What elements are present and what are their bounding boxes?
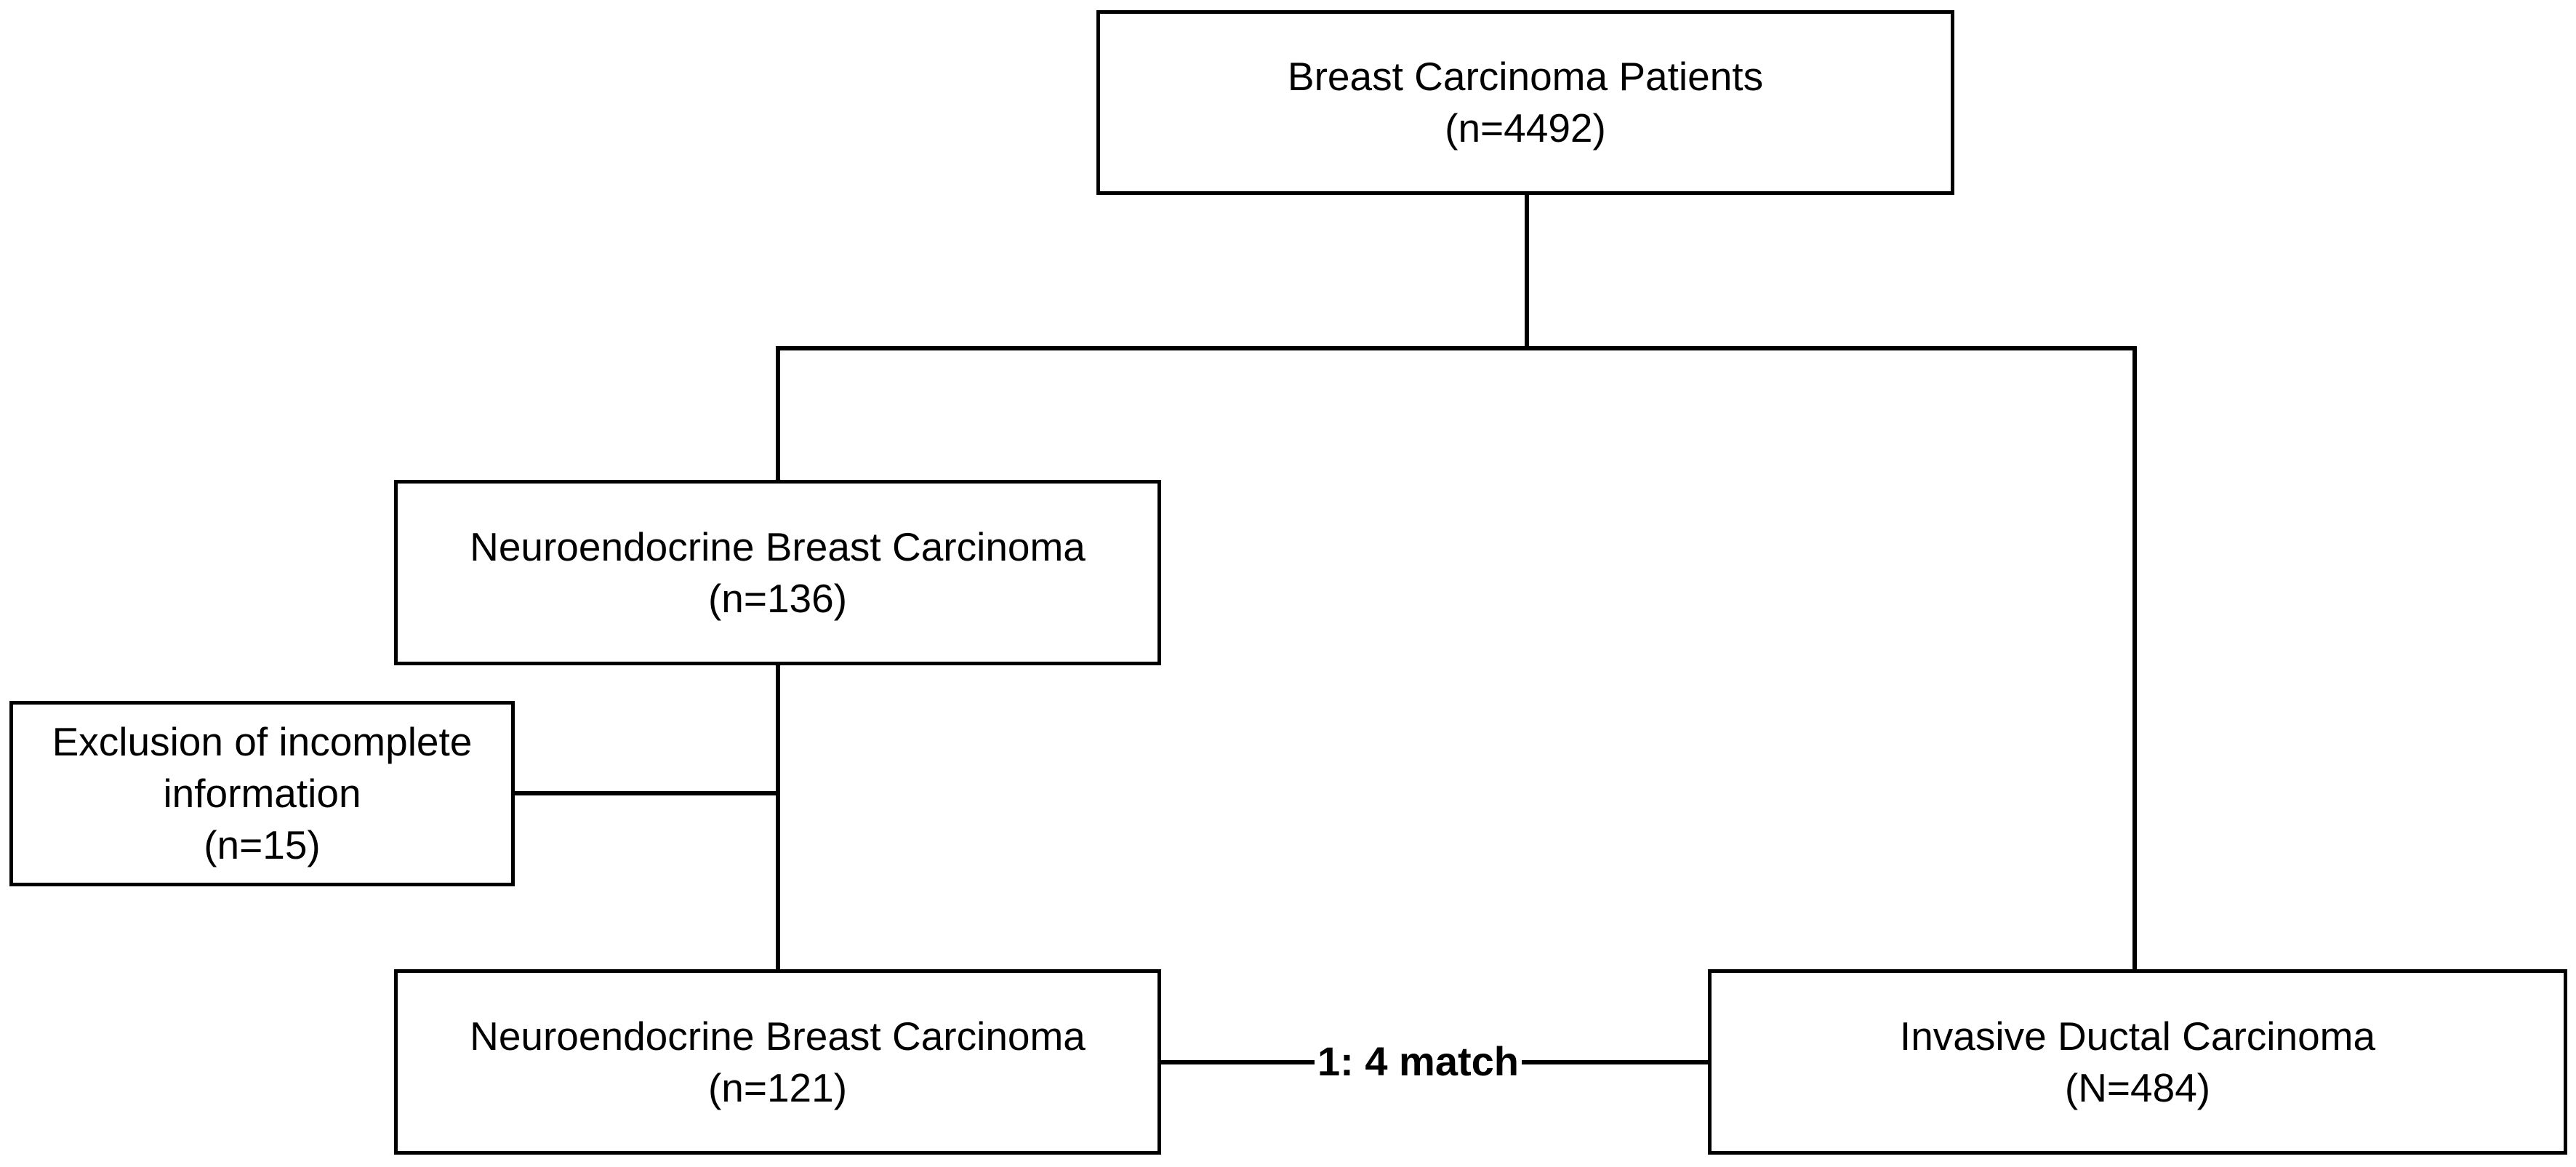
- box-nebc-final-count: (n=121): [707, 1064, 848, 1110]
- box-nebc-initial-title: Neuroendocrine Breast Carcinoma: [470, 524, 1086, 569]
- box-exclusion-line1: Exclusion of incomplete: [52, 719, 473, 764]
- connector-horizontal-split: [776, 346, 2137, 350]
- box-exclusion-count: (n=15): [204, 822, 321, 867]
- box-total-count: (n=4492): [1445, 105, 1606, 151]
- connector-split-to-nebc: [776, 346, 780, 482]
- box-nebc-final: Neuroendocrine Breast Carcinoma (n=121): [394, 969, 1161, 1155]
- box-idc-count: (N=484): [2064, 1064, 2211, 1110]
- box-nebc-initial-count: (n=136): [707, 575, 848, 621]
- connector-split-to-idc: [2132, 346, 2137, 971]
- box-idc: Invasive Ductal Carcinoma (N=484): [1708, 969, 2567, 1155]
- box-idc-title: Invasive Ductal Carcinoma: [1899, 1013, 2376, 1059]
- box-nebc-initial: Neuroendocrine Breast Carcinoma (n=136): [394, 480, 1161, 665]
- connector-exclusion: [513, 791, 778, 795]
- connector-total-down: [1525, 195, 1529, 350]
- box-nebc-final-title: Neuroendocrine Breast Carcinoma: [470, 1013, 1086, 1059]
- box-total-patients: Breast Carcinoma Patients (n=4492): [1096, 10, 1954, 195]
- box-total-title: Breast Carcinoma Patients: [1287, 54, 1764, 99]
- connector-nebc-down: [776, 664, 780, 971]
- box-exclusion-line2: information: [163, 771, 361, 816]
- match-ratio-label: 1: 4 match: [1315, 1038, 1522, 1085]
- box-exclusion: Exclusion of incomplete information (n=1…: [9, 701, 515, 886]
